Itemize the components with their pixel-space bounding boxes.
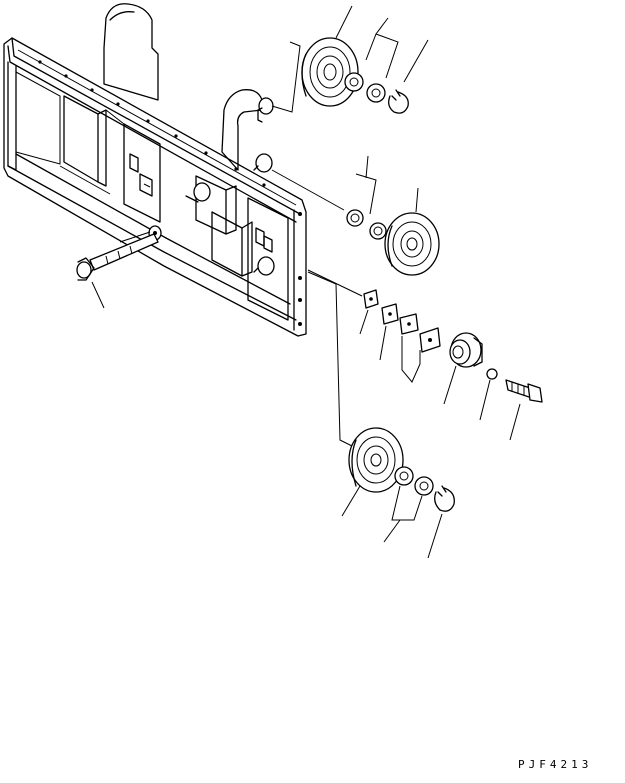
shim-and-eccentric-assembly	[307, 269, 543, 441]
frame-bolt	[76, 233, 159, 309]
drawing-code: PJF4213	[518, 758, 593, 771]
roller-shafts	[253, 97, 275, 276]
carriage-frame	[3, 3, 307, 337]
upper-roller-assembly	[271, 5, 429, 114]
middle-roller-assembly	[271, 155, 440, 276]
beam-rivets	[38, 60, 266, 187]
lower-roller-assembly	[307, 271, 455, 559]
